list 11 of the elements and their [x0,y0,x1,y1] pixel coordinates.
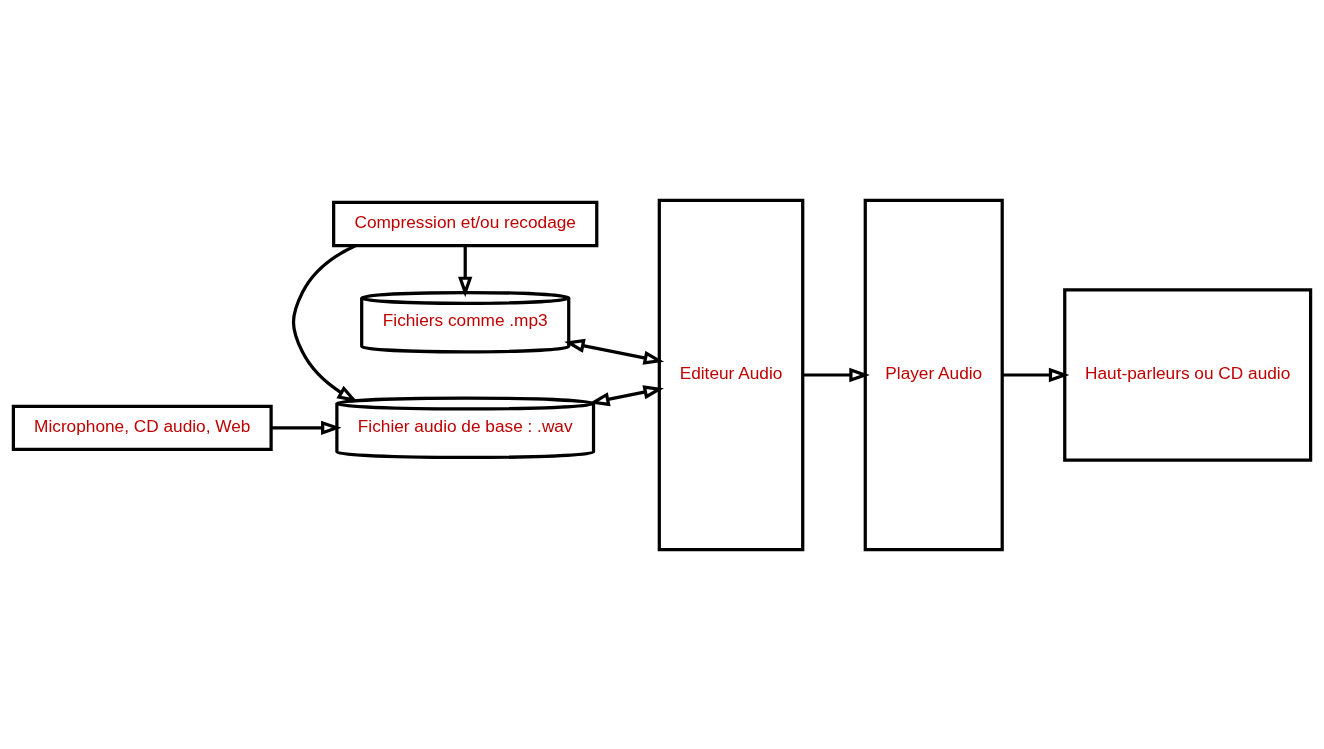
arrow [271,420,342,435]
node-box: Compression et/ou recodage [332,200,599,247]
node-box: Editeur Audio [657,198,805,551]
arrow [564,338,665,365]
arrow [458,245,473,297]
arrow [802,367,870,382]
arrow [1002,367,1070,382]
node-box: Player Audio [863,198,1004,551]
arrow [589,384,664,406]
node-box: Haut-parleurs ou CD audio [1063,287,1313,462]
node-box: Microphone, CD audio, Web [11,404,273,451]
